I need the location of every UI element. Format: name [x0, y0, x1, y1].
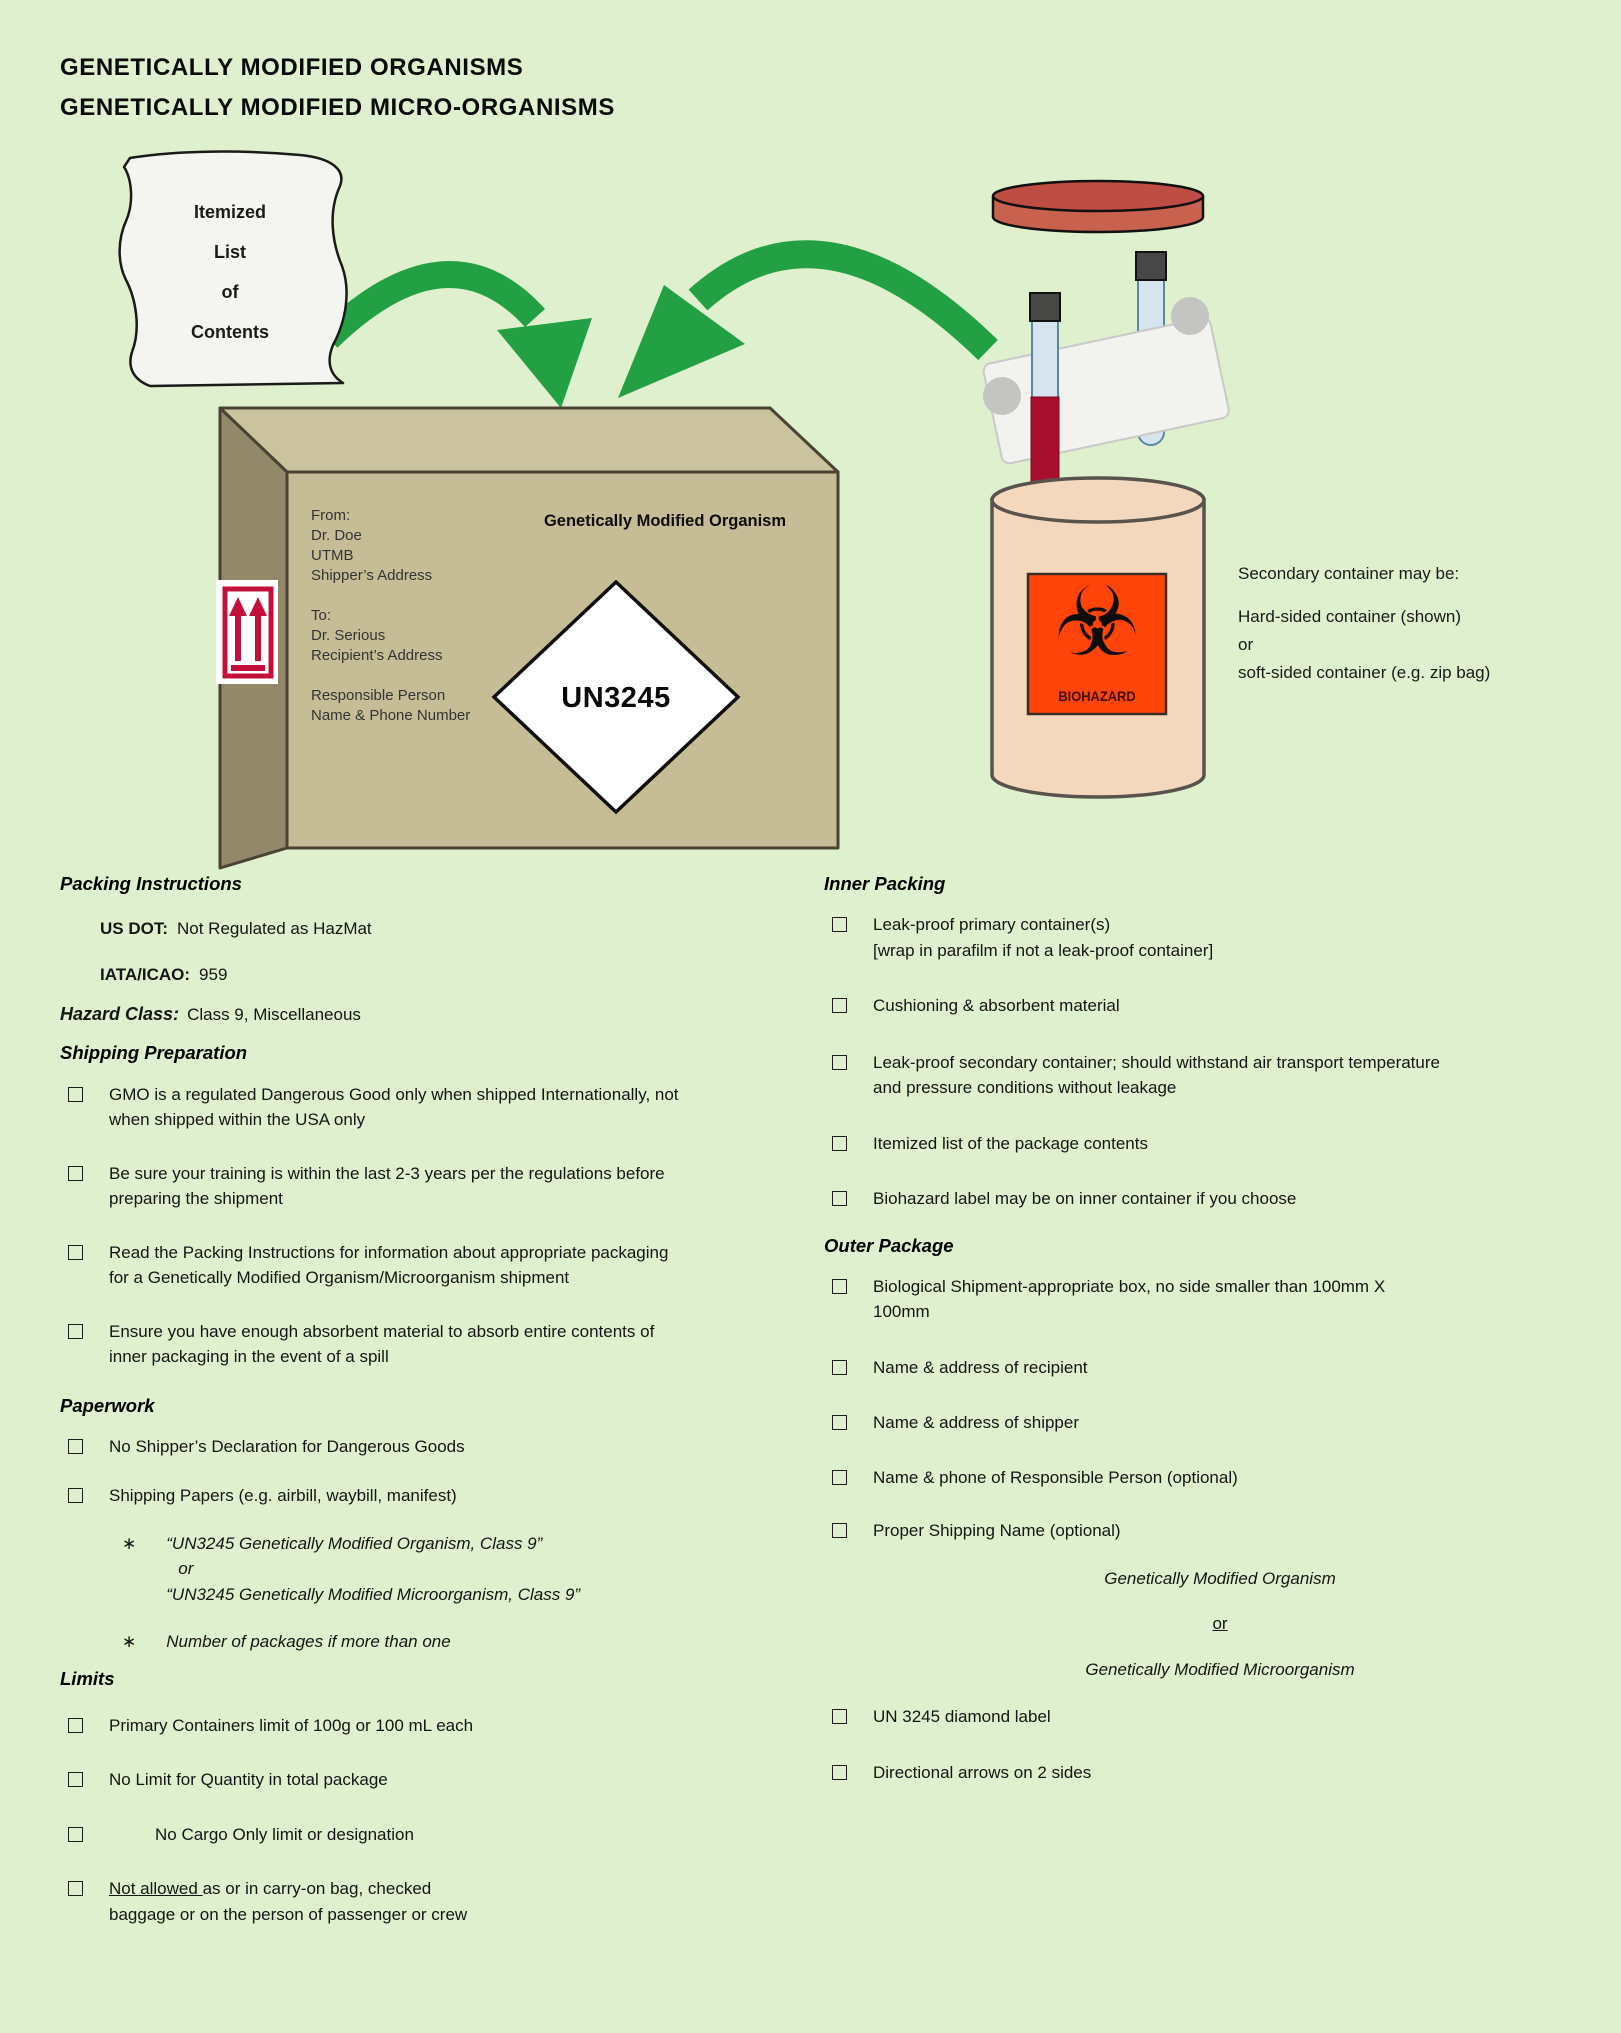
orientation-arrows-label: [216, 580, 278, 684]
checkbox-icon: [832, 1523, 847, 1538]
checklist-item: Cushioning & absorbent material: [824, 993, 1616, 1019]
checklist-item: Leak-proof primary container(s)[wrap in …: [824, 912, 1616, 963]
checklist-item: Name & address of recipient: [824, 1355, 1616, 1381]
sub-item-package-count: ∗ Number of packages if more than one: [60, 1629, 822, 1655]
secondary-container-note: Secondary container may be: Hard-sided c…: [1238, 564, 1491, 682]
section-heading-shipping-preparation: Shipping Preparation: [60, 1041, 248, 1063]
checkbox-icon: [68, 1086, 83, 1102]
section-heading-outer-package: Outer Package: [824, 1234, 954, 1256]
test-tube-red-icon: [1029, 292, 1061, 509]
page-title: GENETICALLY MODIFIED ORGANISMS GENETICAL…: [60, 48, 615, 128]
checkbox-icon: [68, 1323, 83, 1339]
checkbox-icon: [68, 1438, 83, 1454]
checklist-item: Directional arrows on 2 sides: [824, 1760, 1616, 1786]
scroll-line: Contents: [191, 322, 269, 342]
box-heading: Genetically Modified Organism: [543, 512, 787, 530]
checklist-item: UN 3245 diamond label: [824, 1704, 1616, 1730]
checkbox-icon: [68, 1826, 83, 1842]
biohazard-icon: ☣: [1053, 566, 1141, 678]
checkbox-icon: [832, 1469, 847, 1485]
section-heading-limits: Limits: [60, 1667, 115, 1689]
paper-scroll: [982, 297, 1230, 465]
checkbox-icon: [832, 1054, 847, 1070]
asterisk-bullet-icon: ∗: [122, 1632, 137, 1651]
checklist-item: No Cargo Only limit or designation: [60, 1822, 822, 1848]
checkbox-icon: [68, 1881, 83, 1896]
scroll-line: List: [213, 242, 246, 262]
checkbox-icon: [68, 1165, 83, 1181]
checklist-item: Name & address of shipper: [824, 1410, 1616, 1436]
checklist-item: Be sure your training is within the last…: [60, 1161, 822, 1212]
iata-icao-row: IATA/ICAO:959: [100, 964, 228, 984]
checklist-item: GMO is a regulated Dangerous Good only w…: [60, 1082, 822, 1133]
section-heading-inner-packing: Inner Packing: [824, 873, 946, 894]
checkbox-icon: [832, 1278, 847, 1294]
proper-shipping-name-or: or: [1212, 1614, 1228, 1633]
checkbox-icon: [832, 998, 847, 1013]
checkbox-icon: [832, 1191, 847, 1206]
un3245-diamond: [491, 579, 741, 815]
right-column: Inner Packing Leak-proof primary contain…: [824, 872, 1616, 1785]
checkbox-icon: [832, 917, 847, 932]
checklist-item: Itemized list of the package contents: [824, 1131, 1616, 1157]
checkbox-icon: [68, 1717, 83, 1733]
container-lid-icon: [991, 179, 1205, 234]
box-to-block: To: Dr. Serious Recipient’s Address: [311, 607, 443, 664]
checklist-item: Leak-proof secondary container; should w…: [824, 1050, 1616, 1101]
biohazard-label: [1026, 572, 1168, 716]
itemized-list-text: Itemized List of Contents: [140, 192, 320, 352]
left-column: Packing Instructions US DOT:Not Regulate…: [60, 872, 822, 1927]
checkbox-icon: [832, 1135, 847, 1151]
secondary-container: [990, 476, 1206, 799]
checklist-item: Ensure you have enough absorbent materia…: [60, 1319, 822, 1370]
checkbox-icon: [832, 1709, 847, 1724]
green-arrow-right-icon: [618, 240, 998, 398]
scroll-line: of: [221, 282, 239, 302]
itemized-list-scroll: [118, 150, 348, 388]
checklist-item: No Shipper’s Declaration for Dangerous G…: [60, 1434, 822, 1460]
checkbox-icon: [832, 1359, 847, 1375]
checklist-item: Biohazard label may be on inner containe…: [824, 1186, 1616, 1212]
section-heading-paperwork: Paperwork: [60, 1394, 155, 1416]
un3245-text: UN3245: [561, 682, 671, 714]
arrow-up-icon: [229, 597, 267, 671]
page-title-line2: GENETICALLY MODIFIED MICRO-ORGANISMS: [60, 94, 615, 121]
page-title-line1: GENETICALLY MODIFIED ORGANISMS: [60, 54, 524, 81]
checklist-item: Not allowed as or in carry-on bag, check…: [60, 1876, 822, 1927]
checklist-item: Primary Containers limit of 100g or 100 …: [60, 1713, 822, 1739]
checklist-item: Proper Shipping Name (optional): [824, 1518, 1616, 1544]
checkbox-icon: [68, 1772, 83, 1787]
box-address-block: From: Dr. Doe UTMB Shipper’s Address To:…: [311, 506, 470, 746]
proper-shipping-name-option1: Genetically Modified Organism: [1104, 1568, 1336, 1588]
checkbox-icon: [832, 1415, 847, 1430]
green-arrow-left-icon: [318, 261, 592, 408]
checklist-item: Read the Packing Instructions for inform…: [60, 1240, 822, 1291]
checklist-item: Name & phone of Responsible Person (opti…: [824, 1465, 1616, 1491]
checkbox-icon: [68, 1244, 83, 1260]
proper-shipping-name-option2: Genetically Modified Microorganism: [1085, 1659, 1355, 1679]
biohazard-label-text: BIOHAZARD: [1058, 688, 1136, 704]
checklist-item: Biological Shipment-appropriate box, no …: [824, 1274, 1616, 1325]
scroll-line: Itemized: [193, 202, 267, 222]
us-dot-row: US DOT:Not Regulated as HazMat: [100, 919, 372, 938]
box-top-face: [218, 406, 840, 474]
checklist-item: No Limit for Quantity in total package: [60, 1767, 822, 1793]
sub-item-shipping-name: ∗ “UN3245 Genetically Modified Organism,…: [60, 1531, 822, 1608]
checklist-item: Shipping Papers (e.g. airbill, waybill, …: [60, 1483, 822, 1509]
section-heading-packing-instructions: Packing Instructions: [60, 873, 242, 894]
box-from-block: From: Dr. Doe UTMB Shipper’s Address: [311, 507, 433, 584]
asterisk-bullet-icon: ∗: [122, 1533, 137, 1553]
checkbox-icon: [68, 1488, 83, 1503]
box-responsible-block: Responsible Person Name & Phone Number: [311, 687, 471, 724]
checkbox-icon: [832, 1764, 847, 1780]
packing-illustration: [118, 150, 1230, 870]
hazard-class-row: Hazard Class:Class 9, Miscellaneous: [60, 1004, 361, 1024]
